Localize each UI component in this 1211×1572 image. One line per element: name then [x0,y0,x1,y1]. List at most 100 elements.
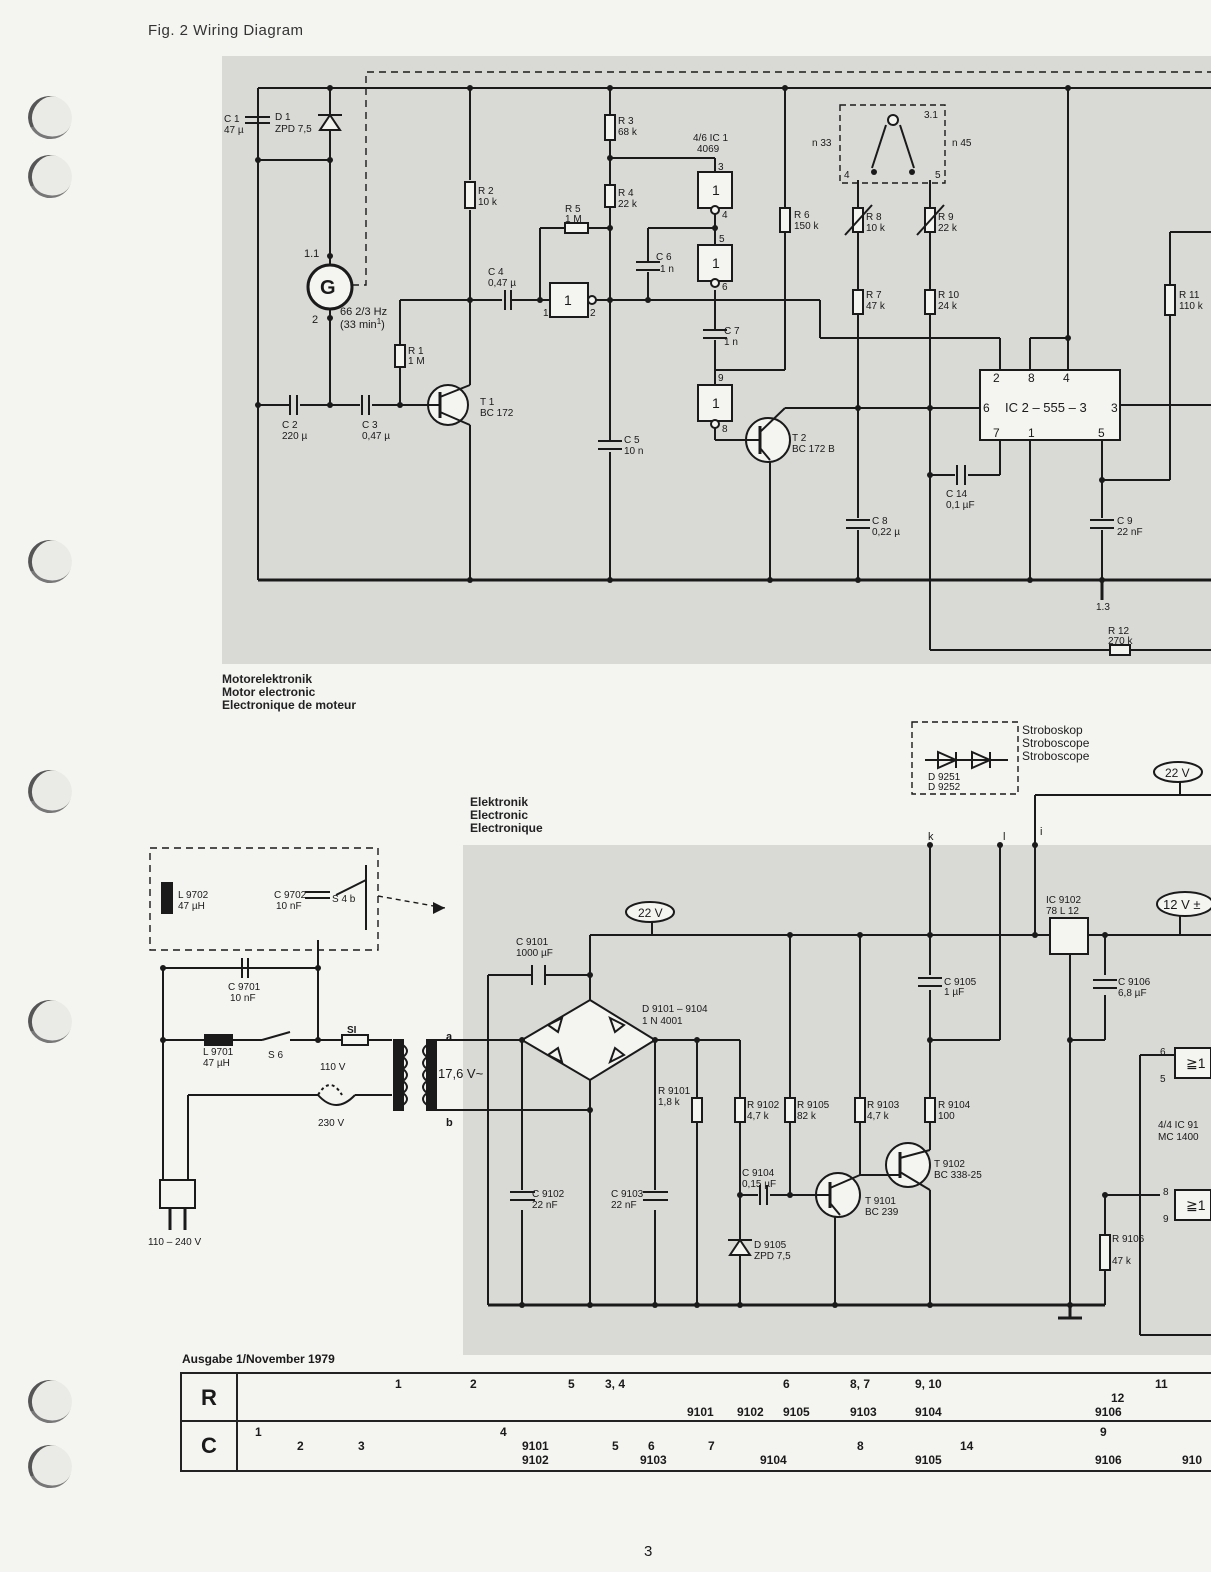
value-r7: 47 k [866,301,886,312]
label-l9702: L 9702 [178,890,209,901]
caption-de: Stroboskop [1022,723,1083,737]
ic2-pin-4: 4 [1063,371,1070,385]
label-r9102: R 9102 [747,1100,780,1111]
label-r12: R 12 [1108,626,1130,637]
terminal-i: i [1040,826,1042,838]
label-r2: R 2 [478,186,494,197]
ref-cell: 1 [255,1425,262,1439]
ref-cell: 8 [857,1439,864,1453]
label-c9106: C 9106 [1118,977,1151,988]
ref-cell: 5 [612,1439,619,1453]
label-r10: R 10 [938,290,960,301]
ref-cell: 6 [783,1377,790,1391]
label-c9105: C 9105 [944,977,977,988]
generator-terminal-2: 2 [312,314,318,326]
ref-cell: 14 [960,1439,974,1453]
value-c9106: 6,8 µF [1118,988,1147,999]
label-c1: C 1 [224,114,240,125]
label-r9105: R 9105 [797,1100,830,1111]
ref-cell: 11 [1155,1377,1168,1391]
generator-speed-exponent: 1 [377,317,382,326]
pin-5: 5 [719,234,725,245]
label-r5: R 5 [565,204,581,215]
value-r1: 1 M [408,356,425,367]
generator-speed: (33 min1) [340,317,385,332]
value-c9103: 22 nF [611,1200,637,1211]
label-r7: R 7 [866,290,882,301]
value-t9101: BC 239 [865,1207,899,1218]
terminal-a: a [446,1031,453,1043]
value-c9702: 10 nF [276,901,302,912]
ref-cell: 9101 [522,1439,549,1453]
caption-en: Electronic [470,808,529,822]
value-r9104: 100 [938,1111,955,1122]
ic2-pin-8: 8 [1028,371,1035,385]
ref-row-c: C 1 2 3 4 5 6 7 8 14 9 9101 9102 9103 91… [180,1420,1211,1472]
value-c8: 0,22 µ [872,527,900,538]
ref-cell: 3 [358,1439,365,1453]
value-r9: 22 k [938,223,958,234]
value-c9105: 1 µF [944,987,964,998]
value-t2: BC 172 B [792,444,835,455]
caption-fr: Stroboscope [1022,749,1090,763]
ic2-pin-6: 6 [983,401,990,415]
value-d9105: ZPD 7,5 [754,1251,791,1262]
label-t9101: T 9101 [865,1196,896,1207]
value-c3: 0,47 µ [362,431,390,442]
label-c9102: C 9102 [532,1189,565,1200]
label-c6: C 6 [656,252,672,263]
generator-terminal-1: 1.1 [304,248,319,260]
secondary-voltage: 17,6 V~ [438,1066,484,1081]
label-c14: C 14 [946,489,968,500]
value-c2: 220 µ [282,431,307,442]
label-r9104: R 9104 [938,1100,971,1111]
label-c4: C 4 [488,267,504,278]
value-r2: 10 k [478,197,498,208]
label-r11: R 11 [1179,290,1200,301]
electronic-section-caption: Elektronik Electronic Electronique [470,796,543,835]
pin-3: 3 [718,162,724,173]
ref-cell: 9106 [1095,1453,1122,1467]
ref-cell: 2 [470,1377,477,1391]
tap-110v: 110 V [320,1062,346,1073]
value-c7: 1 n [724,337,738,348]
label-c7: C 7 [724,326,740,337]
label-r6: R 6 [794,210,810,221]
ref-cell: 9105 [915,1453,942,1467]
ref-cell: 910 [1182,1453,1203,1467]
switch-n45: n 45 [952,138,972,149]
value-r11: 110 k [1179,301,1204,312]
motor-panel [222,56,1211,664]
ref-cell: 9 [1100,1425,1107,1439]
label-s6: S 6 [268,1050,283,1061]
ref-cell: 9103 [640,1453,667,1467]
label-r4: R 4 [618,188,634,199]
value-c9101: 1000 µF [516,948,553,959]
value-c9104: 0,15 µF [742,1179,776,1190]
ref-cell: 3, 4 [605,1377,626,1391]
gate-1-symbol: 1 [712,182,720,198]
ref-row-label: R [180,1374,238,1422]
caption-fr: Electronique de moteur [222,698,357,712]
ref-cell: 5 [568,1377,575,1391]
value-r3: 68 k [618,127,638,138]
reference-table: R 1 2 5 3, 4 6 8, 7 9, 10 11 12 9101 910… [180,1372,1211,1472]
value-r4: 22 k [618,199,638,210]
edition-note: Ausgabe 1/November 1979 [182,1352,335,1366]
pin-8: 8 [722,424,728,435]
value-r5: 1 M [565,214,582,225]
value-t1: BC 172 [480,408,514,419]
page-number: 3 [644,1543,653,1560]
gate-4-symbol: 1 [712,395,720,411]
ic9101-pin-9: 9 [1163,1214,1169,1225]
value-c5: 10 n [624,446,643,457]
value-c14: 0,1 µF [946,500,975,511]
ic2-pin-3: 3 [1111,401,1118,415]
ic1-label: 4/6 IC 1 [693,133,728,144]
label-c9103: C 9103 [611,1189,644,1200]
ref-cell: 9, 10 [915,1377,942,1391]
value-r6: 150 k [794,221,819,232]
label-ic9102: IC 9102 [1046,895,1081,906]
ref-cell: 9105 [783,1405,810,1419]
